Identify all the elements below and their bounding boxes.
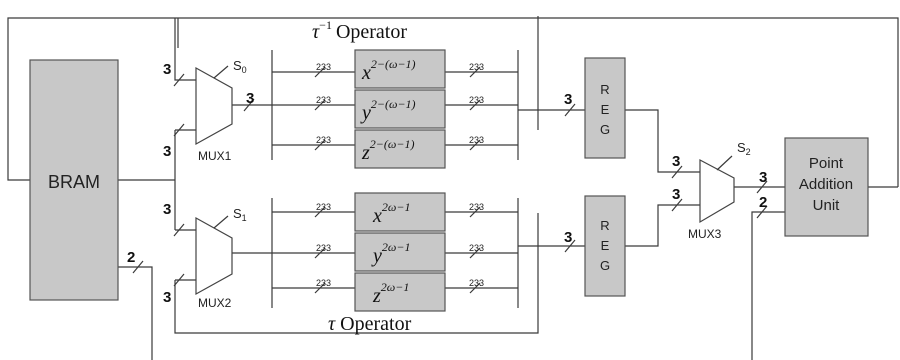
bram-2bit-wire bbox=[118, 266, 153, 360]
stage-x-forward-label: x2ω−1 bbox=[372, 200, 410, 227]
bw233-x-fwd-out: 233 bbox=[469, 202, 484, 212]
bw233-y-fwd-in: 233 bbox=[316, 243, 331, 253]
mux1-label: MUX1 bbox=[198, 149, 232, 163]
bw233-y-inv-in: 233 bbox=[316, 95, 331, 105]
bw233-z-fwd-in: 233 bbox=[316, 278, 331, 288]
bw233-z-inv-in: 233 bbox=[316, 135, 331, 145]
bram-label: BRAM bbox=[48, 172, 100, 192]
stage-z-forward bbox=[354, 272, 446, 312]
bw-reg1-input: 3 bbox=[564, 91, 572, 108]
bw-mux1-bottom: 3 bbox=[163, 143, 171, 160]
bw-mux2-bottom: 3 bbox=[163, 289, 171, 306]
bw-bram-2bit: 2 bbox=[127, 249, 135, 266]
bw-mux2-top: 3 bbox=[163, 201, 171, 218]
stage-y-inverse-label: y2−(ω−1) bbox=[360, 97, 416, 124]
bw-mux3-input-bottom: 3 bbox=[672, 186, 680, 203]
mux3-select-label: S2 bbox=[737, 140, 751, 157]
stage-x-forward bbox=[354, 192, 446, 232]
reg-lower-letter-e: E bbox=[601, 238, 610, 253]
reg-block-lower bbox=[584, 195, 626, 297]
bw-mux1-top: 3 bbox=[163, 61, 171, 78]
mux1-input-top bbox=[174, 18, 196, 81]
mux3-select-line bbox=[716, 155, 733, 171]
bw233-x-inv-in: 233 bbox=[316, 62, 331, 72]
mux1-select-line bbox=[213, 65, 229, 79]
reg-upper-letter-r: R bbox=[600, 82, 609, 97]
stage-y-forward-label: y2ω−1 bbox=[371, 240, 410, 267]
reg-upper-letter-g: G bbox=[600, 122, 610, 137]
stage-y-inverse bbox=[354, 89, 446, 129]
reg-upper-letter-e: E bbox=[601, 102, 610, 117]
point-addition-unit bbox=[784, 137, 869, 237]
tau-frame-bottom bbox=[174, 213, 539, 334]
bw233-z-fwd-out: 233 bbox=[469, 278, 484, 288]
reg-lower-letter-r: R bbox=[600, 218, 609, 233]
bram-block bbox=[29, 59, 119, 301]
point-addition-2bit-input bbox=[751, 211, 785, 360]
bw233-y-inv-out: 233 bbox=[469, 95, 484, 105]
mux2-select-label: S1 bbox=[233, 206, 247, 223]
stage-z-inverse bbox=[354, 129, 446, 169]
mux3-label: MUX3 bbox=[688, 227, 722, 241]
bw233-x-fwd-in: 233 bbox=[316, 202, 331, 212]
stage-x-inverse-label: x2−(ω−1) bbox=[361, 57, 416, 84]
bw-pa-input-bottom: 2 bbox=[759, 194, 767, 211]
point-addition-label-line1: Point bbox=[809, 155, 844, 172]
reg2-to-mux3 bbox=[625, 204, 700, 247]
feedback-loop-wire bbox=[7, 17, 899, 187]
bw233-x-inv-out: 233 bbox=[469, 62, 484, 72]
mux2-select-line bbox=[213, 215, 229, 229]
wires bbox=[7, 16, 899, 360]
reg1-to-mux3 bbox=[625, 109, 700, 173]
bw233-y-fwd-out: 233 bbox=[469, 243, 484, 253]
bw-mux1-output: 3 bbox=[246, 90, 254, 107]
bw-pa-input-top: 3 bbox=[759, 169, 767, 186]
stage-x-inverse bbox=[354, 49, 446, 89]
mux2-label: MUX2 bbox=[198, 296, 232, 310]
mux3-shape bbox=[699, 159, 735, 224]
bw233-z-inv-out: 233 bbox=[469, 135, 484, 145]
stage-y-forward bbox=[354, 232, 446, 272]
bw-mux3-input-top: 3 bbox=[672, 153, 680, 170]
mux1-shape bbox=[195, 66, 233, 146]
bus-slashes bbox=[132, 66, 768, 294]
reg-lower-letter-g: G bbox=[600, 258, 610, 273]
point-addition-label-line3: Unit bbox=[813, 197, 841, 214]
bw-reg2-input: 3 bbox=[564, 229, 572, 246]
reg-block-upper bbox=[584, 57, 626, 159]
mux2-shape bbox=[195, 216, 233, 296]
point-addition-label-line2: Addition bbox=[799, 176, 853, 193]
mux1-select-label: S0 bbox=[233, 58, 247, 75]
stage-z-forward-label: z2ω−1 bbox=[372, 280, 409, 307]
stage-z-inverse-label: z2−(ω−1) bbox=[361, 137, 414, 164]
